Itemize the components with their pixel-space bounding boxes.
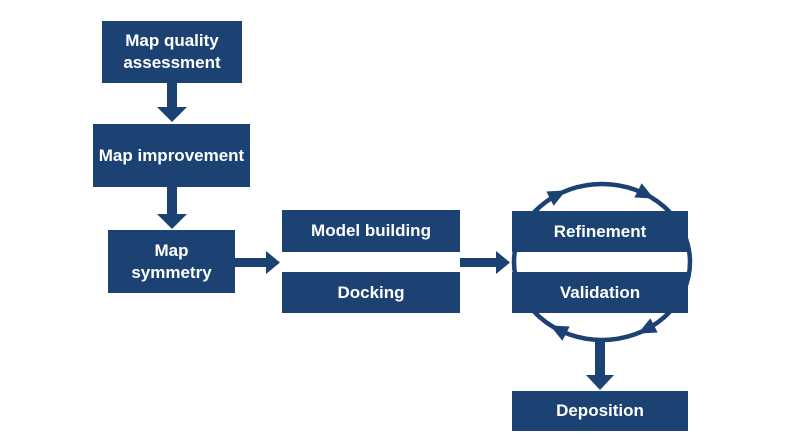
node-map-symmetry-label: Map symmetry [131,240,212,282]
node-deposition: Deposition [512,391,688,431]
arrow-symmetry-to-modeling [235,251,280,274]
node-docking-label: Docking [337,282,405,302]
node-model-building-label: Model building [311,221,431,240]
node-refinement-label: Refinement [553,221,647,241]
node-map-symmetry: Map symmetry [108,230,235,293]
cycle-arrowhead-upper-left [546,190,567,206]
cycle-arrowhead-upper-right [634,183,655,199]
node-map-improvement-label: Map improvement [98,145,245,165]
node-validation: Validation [512,272,688,313]
arrow-modeling-to-refinement [460,251,510,274]
node-map-improvement: Map improvement [93,124,250,187]
node-docking: Docking [282,272,460,313]
cycle-arrowhead-lower-right [637,318,658,334]
node-deposition-label: Deposition [556,401,644,420]
node-model-building: Model building [282,210,460,252]
node-map-quality-assessment-label: Map quality assessment [123,31,221,72]
arrow-cycle-to-deposition [586,338,614,390]
refinement-validation-cycle-ring [511,181,693,343]
cycle-arrowhead-lower-left [549,325,570,341]
node-refinement: Refinement [512,211,688,252]
node-validation-label: Validation [559,282,641,302]
arrow-quality-to-improvement [157,83,187,122]
node-map-quality-assessment: Map quality assessment [102,21,242,83]
arrow-improvement-to-symmetry [157,187,187,229]
